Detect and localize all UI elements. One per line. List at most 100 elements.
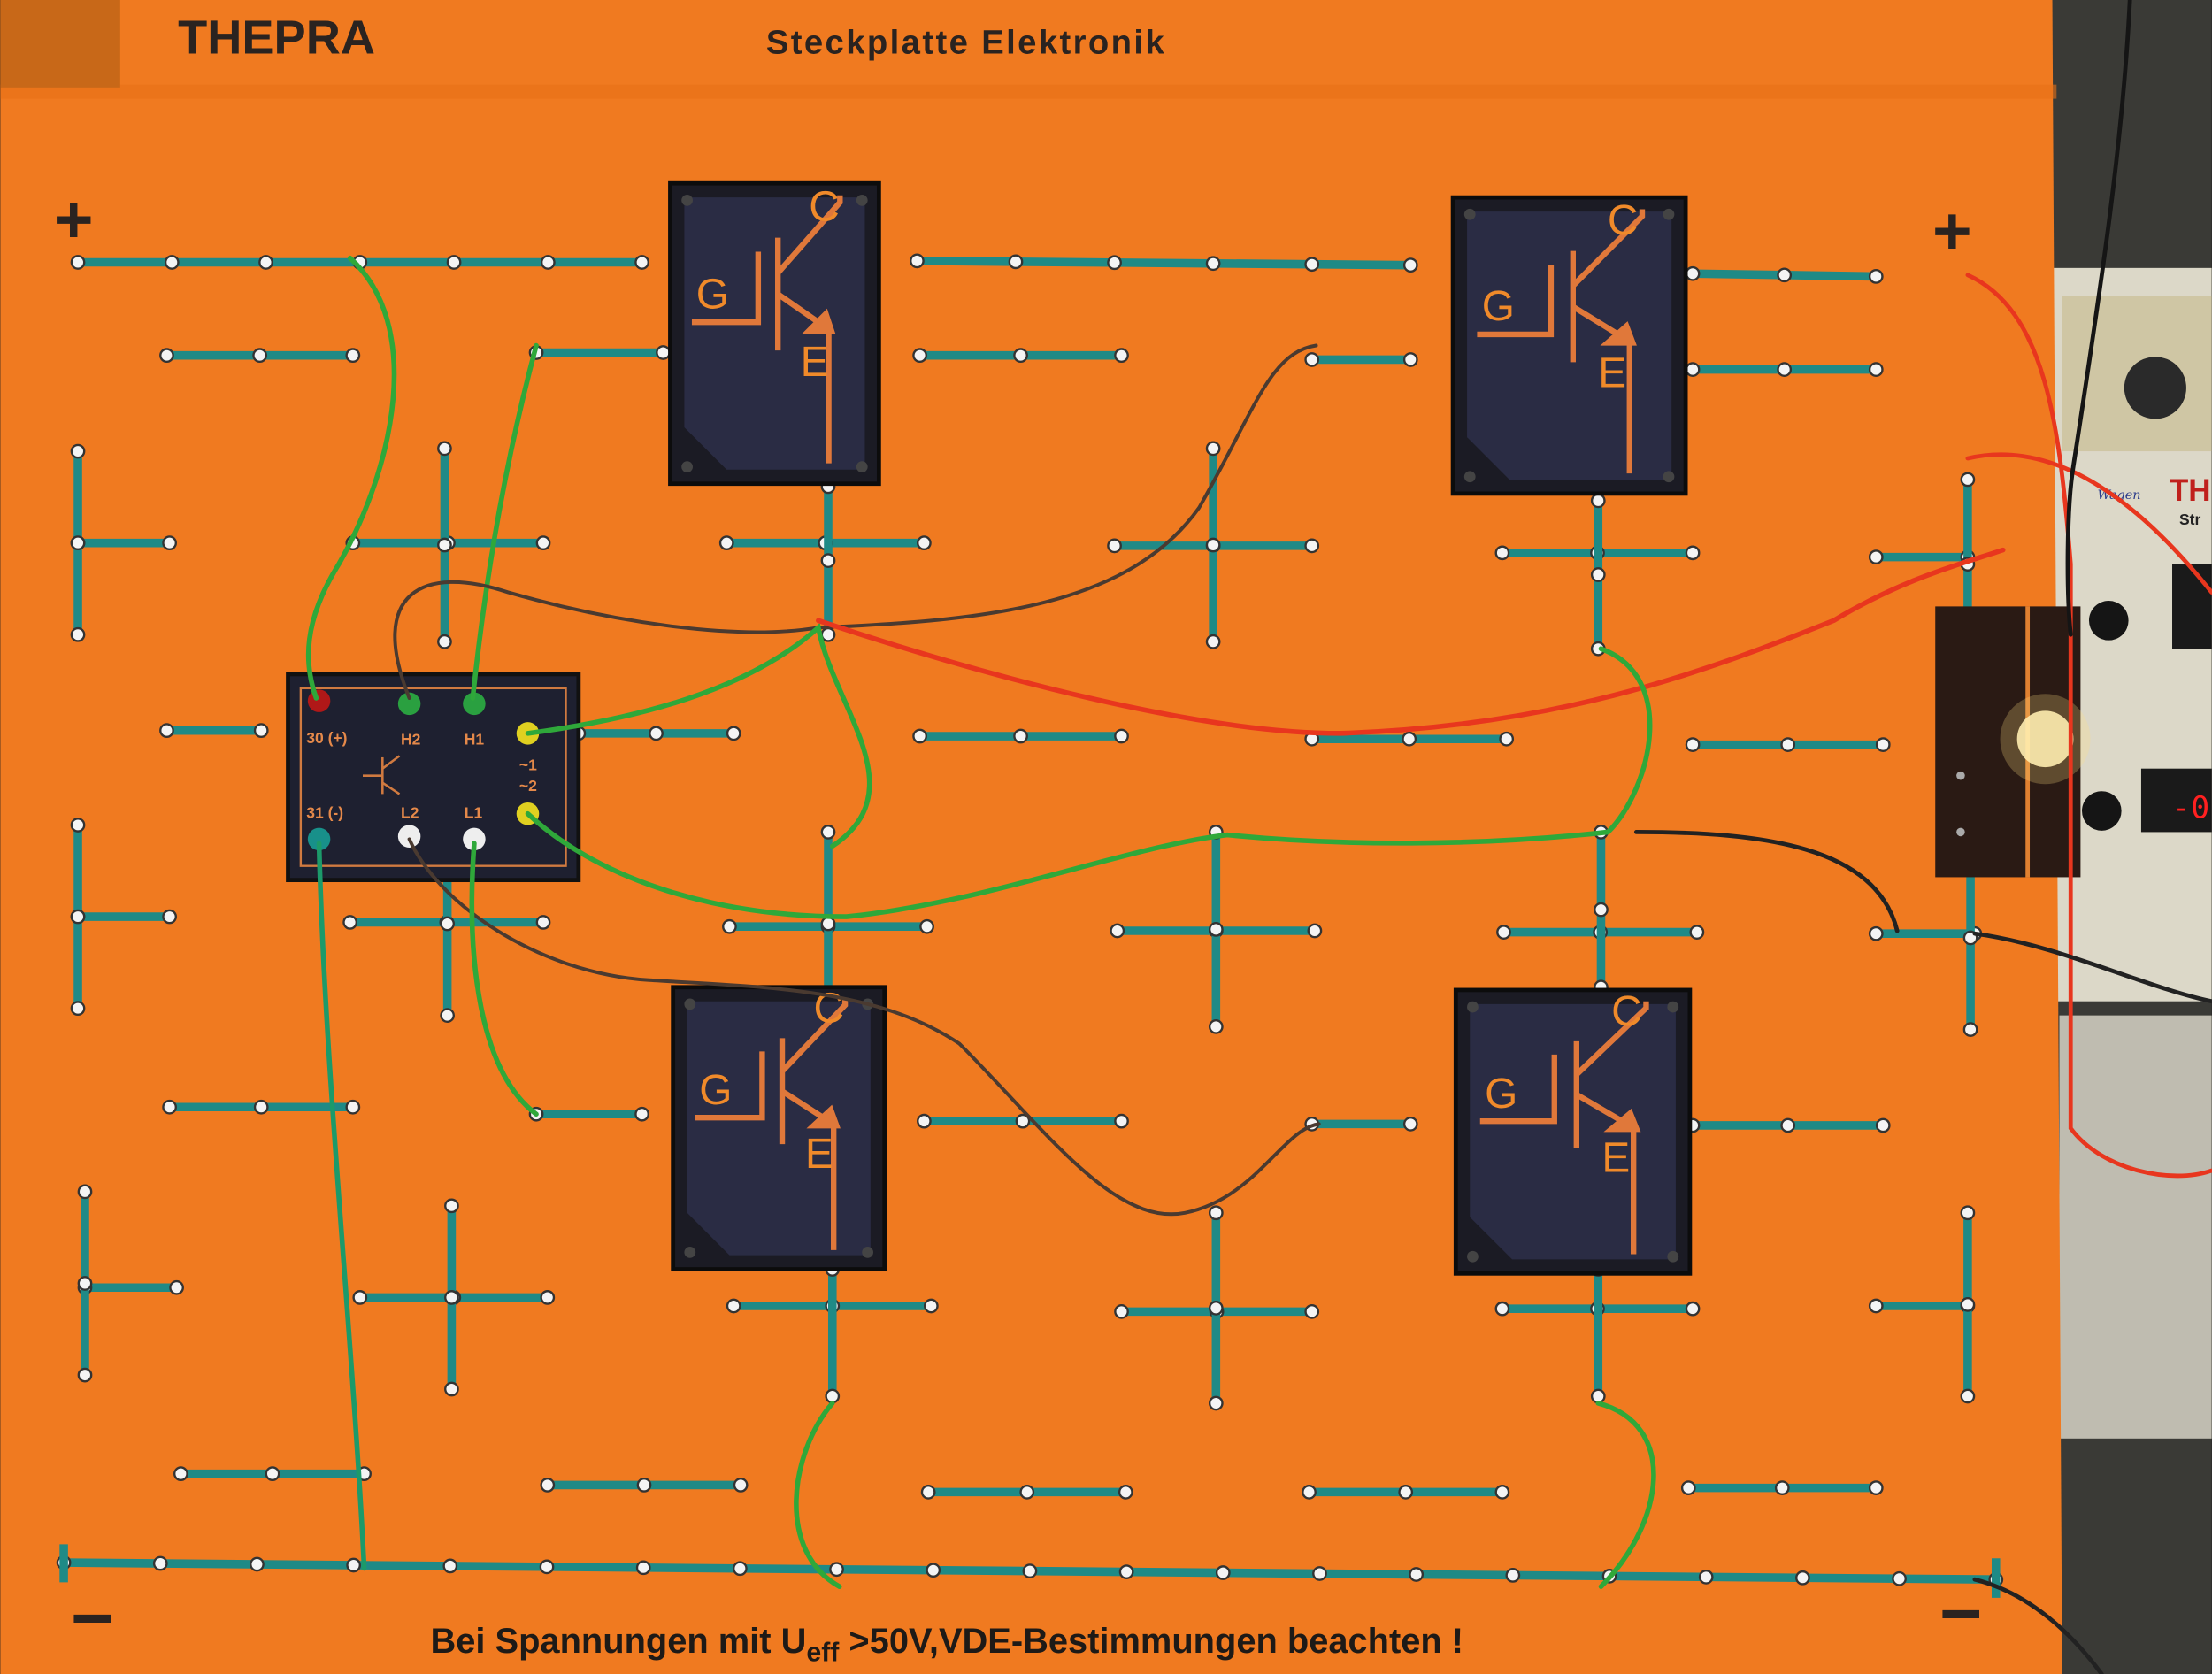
- socket-hole[interactable]: [1208, 1019, 1224, 1034]
- socket-hole[interactable]: [345, 348, 361, 364]
- socket-hole[interactable]: [169, 1279, 184, 1295]
- socket-hole[interactable]: [1685, 737, 1701, 752]
- socket-hole[interactable]: [1118, 1564, 1134, 1579]
- black-wire[interactable]: [1972, 1577, 2104, 1674]
- socket-hole[interactable]: [733, 1561, 748, 1577]
- socket-hole[interactable]: [825, 1388, 841, 1404]
- socket-hole[interactable]: [1590, 493, 1606, 509]
- socket-hole[interactable]: [1774, 1480, 1790, 1495]
- socket-hole[interactable]: [917, 1113, 932, 1129]
- socket-hole[interactable]: [829, 1562, 844, 1578]
- green-wire[interactable]: [1598, 646, 1653, 835]
- socket-l2[interactable]: [397, 825, 421, 848]
- socket-hole[interactable]: [1777, 267, 1793, 283]
- socket-hole[interactable]: [535, 915, 551, 930]
- socket-hole[interactable]: [1205, 537, 1221, 553]
- socket-hole[interactable]: [1107, 538, 1122, 554]
- socket-hole[interactable]: [442, 1558, 458, 1574]
- socket-hole[interactable]: [70, 1001, 86, 1017]
- socket-hole[interactable]: [1685, 265, 1701, 281]
- socket-hole[interactable]: [1402, 352, 1418, 367]
- socket-hole[interactable]: [1208, 922, 1224, 937]
- socket-hole[interactable]: [77, 1276, 93, 1291]
- socket-h1[interactable]: [463, 692, 486, 716]
- socket-hole[interactable]: [1780, 1117, 1796, 1133]
- socket-hole[interactable]: [1114, 348, 1129, 364]
- socket-hole[interactable]: [70, 909, 86, 925]
- socket-hole[interactable]: [1208, 1395, 1224, 1411]
- socket-hole[interactable]: [726, 1298, 741, 1314]
- socket-hole[interactable]: [1892, 1570, 1907, 1586]
- socket-hole[interactable]: [444, 1381, 459, 1397]
- socket-hole[interactable]: [656, 345, 671, 360]
- socket-hole[interactable]: [912, 348, 927, 364]
- socket-hole[interactable]: [820, 626, 836, 642]
- socket-hole[interactable]: [1013, 348, 1028, 364]
- socket-hole[interactable]: [636, 1478, 652, 1493]
- socket-hole[interactable]: [162, 1099, 177, 1115]
- socket-hole[interactable]: [70, 535, 86, 551]
- socket-l1[interactable]: [463, 827, 486, 851]
- socket-hole[interactable]: [726, 726, 741, 741]
- socket-hole[interactable]: [820, 916, 836, 932]
- socket-hole[interactable]: [1215, 1565, 1231, 1580]
- socket-hole[interactable]: [540, 255, 556, 270]
- socket-hole[interactable]: [1208, 1301, 1224, 1316]
- socket-hole[interactable]: [1590, 567, 1606, 582]
- socket-hole[interactable]: [70, 818, 86, 833]
- socket-hole[interactable]: [77, 1184, 93, 1200]
- green-wire[interactable]: [470, 342, 539, 701]
- socket-hole[interactable]: [926, 1563, 941, 1578]
- socket-hole[interactable]: [1875, 1117, 1891, 1133]
- socket-hole[interactable]: [1114, 728, 1129, 744]
- socket-hole[interactable]: [1019, 1485, 1035, 1500]
- socket-hole[interactable]: [444, 1198, 459, 1214]
- socket-hole[interactable]: [910, 253, 925, 269]
- socket-hole[interactable]: [345, 1099, 361, 1115]
- socket-hole[interactable]: [540, 1478, 556, 1493]
- socket-hole[interactable]: [1208, 1205, 1224, 1221]
- socket-hole[interactable]: [1205, 256, 1221, 272]
- green-wire[interactable]: [794, 1401, 842, 1589]
- socket-hole[interactable]: [1008, 254, 1024, 270]
- socket-hole[interactable]: [923, 1298, 939, 1314]
- red-wire[interactable]: [1965, 452, 2212, 595]
- socket-hole[interactable]: [1868, 549, 1884, 564]
- green-wire[interactable]: [525, 622, 872, 849]
- socket-hole[interactable]: [164, 255, 180, 270]
- socket-hole[interactable]: [1960, 1205, 1976, 1221]
- socket-hole[interactable]: [162, 535, 177, 551]
- socket-hole[interactable]: [919, 918, 934, 934]
- socket-icon[interactable]: [2082, 791, 2122, 831]
- socket-hole[interactable]: [1110, 923, 1125, 939]
- socket-hole[interactable]: [159, 723, 174, 739]
- socket-hole[interactable]: [1114, 1303, 1129, 1319]
- socket-hole[interactable]: [649, 726, 664, 741]
- socket-hole[interactable]: [1868, 362, 1884, 377]
- socket-hole[interactable]: [635, 1560, 651, 1576]
- black-wire[interactable]: [1633, 830, 1900, 933]
- socket-hole[interactable]: [1698, 1569, 1714, 1585]
- socket-hole[interactable]: [1205, 634, 1221, 649]
- socket-hole[interactable]: [1868, 925, 1884, 941]
- socket-hole[interactable]: [162, 909, 177, 925]
- socket-hole[interactable]: [1685, 1301, 1701, 1317]
- socket-hole[interactable]: [820, 553, 836, 568]
- socket-hole[interactable]: [917, 535, 932, 551]
- socket-hole[interactable]: [1875, 737, 1891, 752]
- socket-hole[interactable]: [152, 1555, 168, 1571]
- socket-hole[interactable]: [446, 255, 462, 270]
- socket-hole[interactable]: [437, 634, 452, 649]
- socket-hole[interactable]: [437, 441, 452, 457]
- socket-hole[interactable]: [920, 1485, 936, 1500]
- socket-hole[interactable]: [722, 918, 737, 934]
- socket-hole[interactable]: [440, 1008, 456, 1024]
- socket-hole[interactable]: [1594, 902, 1609, 918]
- socket-hole[interactable]: [265, 1466, 280, 1482]
- socket-hole[interactable]: [912, 728, 927, 744]
- socket-hole[interactable]: [253, 1099, 269, 1115]
- socket-hole[interactable]: [70, 626, 86, 642]
- socket-hole[interactable]: [253, 723, 269, 739]
- socket-hole[interactable]: [1960, 1297, 1976, 1312]
- socket-hole[interactable]: [1505, 1568, 1521, 1583]
